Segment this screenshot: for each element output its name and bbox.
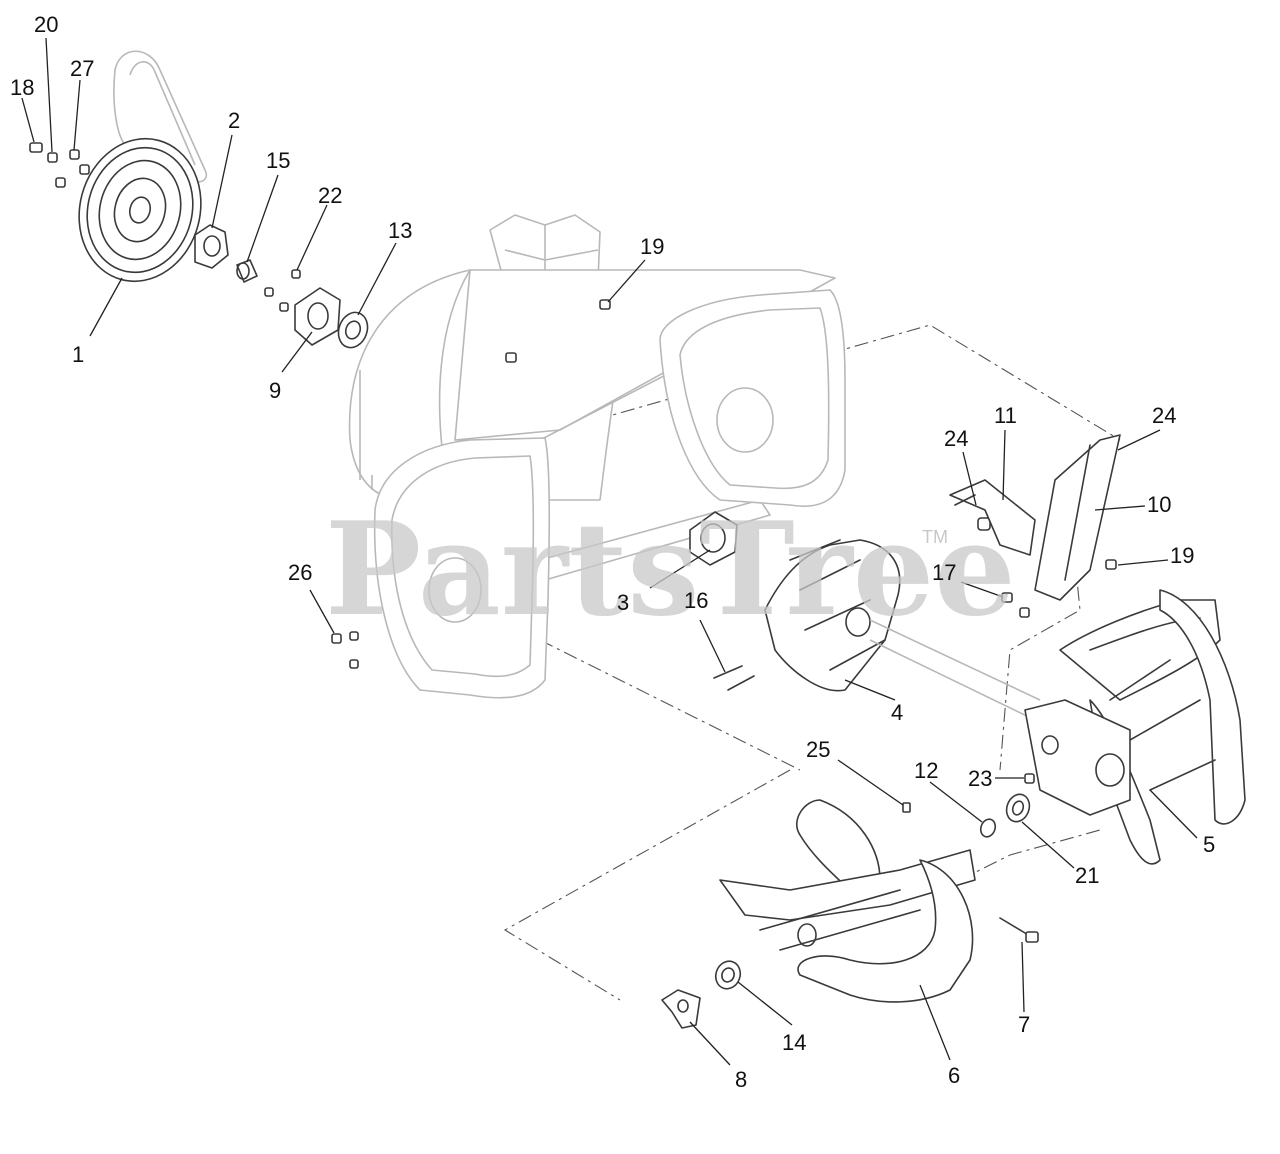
small-hardware: [29, 142, 1117, 813]
part-15-bushing: [236, 259, 258, 283]
callout-16: 16: [684, 588, 708, 613]
callout-12: 12: [914, 758, 938, 783]
callout-1: 1: [72, 342, 84, 367]
part-10-bracket: [1034, 434, 1121, 601]
callout-19-right: 19: [1170, 543, 1194, 568]
part-6-auger-left: [719, 799, 976, 1003]
callout-4: 4: [891, 700, 903, 725]
part-21-washer: [1005, 793, 1031, 823]
auger-shaft: [869, 619, 1041, 721]
watermark-tm: TM: [922, 527, 948, 547]
callout-labels: 1 2 3 4 5 6 7 8 9 10 11 12 13 14 15 16 1…: [10, 12, 1215, 1092]
callout-14: 14: [782, 1030, 806, 1055]
watermark-brand: PartsTree: [325, 495, 1016, 645]
part-8-flange: [661, 989, 701, 1029]
callout-13: 13: [388, 218, 412, 243]
callout-19-top: 19: [640, 234, 664, 259]
callout-9: 9: [269, 378, 281, 403]
part-11-bracket: [949, 479, 1036, 556]
callout-3: 3: [617, 590, 629, 615]
part-2-bearing-flange: [194, 224, 229, 269]
callout-2: 2: [228, 108, 240, 133]
callout-10: 10: [1147, 492, 1171, 517]
callout-27: 27: [70, 56, 94, 81]
callout-23: 23: [968, 766, 992, 791]
callout-24-right: 24: [1152, 403, 1176, 428]
callout-11: 11: [994, 403, 1017, 428]
part-1-pulley-belt: [78, 50, 208, 283]
callout-17: 17: [932, 560, 956, 585]
callout-18: 18: [10, 75, 34, 100]
part-14-bushing: [714, 960, 742, 990]
callout-24-left: 24: [944, 426, 968, 451]
callout-25: 25: [806, 737, 830, 762]
watermark: PartsTree TM: [325, 495, 1016, 645]
callout-20: 20: [34, 12, 58, 37]
part-3-flange-bearing: [689, 511, 738, 566]
part-7-bolt: [999, 917, 1039, 943]
callout-26: 26: [288, 560, 312, 585]
callout-21: 21: [1075, 863, 1099, 888]
callout-22: 22: [318, 183, 342, 208]
callout-6: 6: [948, 1063, 960, 1088]
leader-lines: [21, 37, 1198, 1066]
part-9-flange: [294, 287, 341, 346]
callout-15: 15: [266, 148, 290, 173]
part-16-pins: [713, 665, 755, 691]
callout-5: 5: [1203, 832, 1215, 857]
callout-7: 7: [1018, 1012, 1030, 1037]
gearbox: [1024, 699, 1131, 816]
part-12-washer: [979, 818, 997, 838]
callout-8: 8: [735, 1067, 747, 1092]
part-4-impeller: [764, 539, 901, 692]
auger-housing: [348, 214, 846, 699]
